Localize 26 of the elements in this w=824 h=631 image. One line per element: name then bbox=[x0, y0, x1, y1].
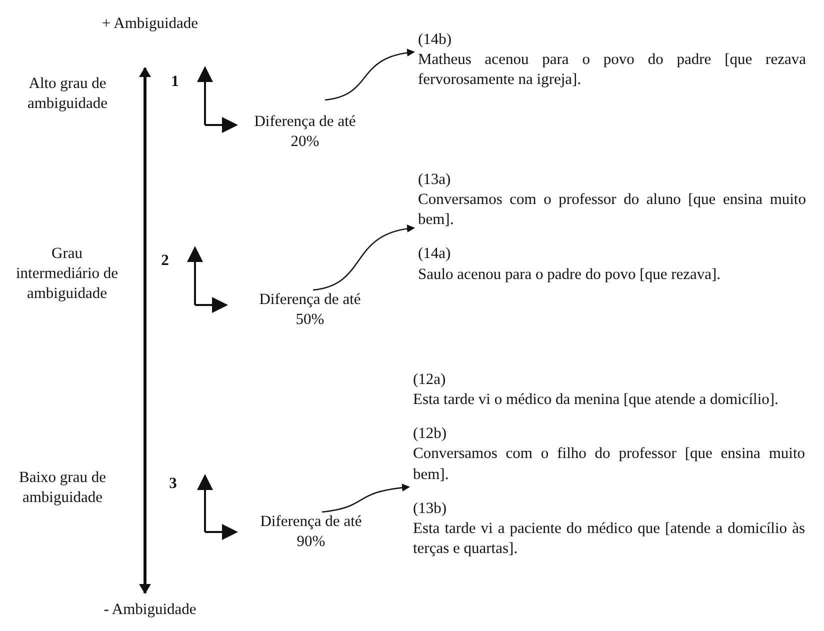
example-sentence: Matheus acenou para o povo do padre [que rezava fervorosamente na igreja]. bbox=[418, 50, 806, 90]
axis-label: - Ambiguidade bbox=[102, 600, 198, 620]
level-label: Alto grau de ambiguidade bbox=[26, 74, 109, 114]
example-sentence: Esta tarde vi a paciente do médico que [atende a domicílio às terças e quartas]. bbox=[413, 518, 805, 559]
level-number: 1 bbox=[170, 72, 180, 92]
level-number: 2 bbox=[160, 251, 170, 271]
example-number: (12a) bbox=[413, 370, 447, 390]
example-number: (13a) bbox=[418, 170, 452, 190]
example-sentence: Conversamos com o filho do professor [que ensina muito bem]. bbox=[413, 444, 805, 485]
level-label: Baixo grau de ambiguidade bbox=[18, 468, 107, 508]
example-number: (13b) bbox=[413, 498, 448, 519]
example-sentence: Saulo acenou para o padre do povo [que rezava]. bbox=[418, 264, 722, 285]
curved-arrow bbox=[312, 225, 415, 291]
example-sentence: Conversamos com o professor do aluno [que ensina muito bem]. bbox=[418, 190, 806, 230]
curved-arrow bbox=[324, 49, 415, 101]
difference-text: Diferença de até 90% bbox=[252, 512, 370, 552]
level-number: 3 bbox=[168, 474, 178, 494]
difference-text: Diferença de até 50% bbox=[250, 290, 370, 330]
example-number: (14a) bbox=[418, 244, 452, 264]
curved-arrow bbox=[322, 484, 410, 513]
example-number: (14b) bbox=[418, 30, 453, 50]
axis-label: + Ambiguidade bbox=[100, 14, 200, 34]
level-label: Grau intermediário de ambiguidade bbox=[15, 244, 119, 304]
example-number: (12b) bbox=[413, 424, 448, 444]
example-sentence: Esta tarde vi o médico da menina [que atende a domicílio]. bbox=[413, 390, 780, 410]
difference-text: Diferença de até 20% bbox=[250, 100, 360, 152]
